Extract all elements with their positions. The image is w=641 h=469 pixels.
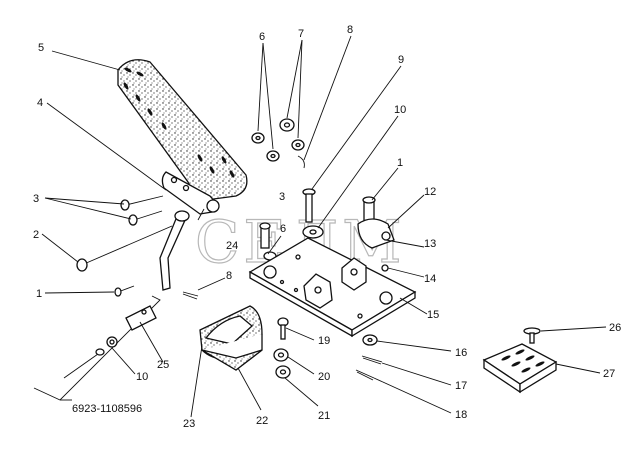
hinge-bracket-rear [341, 257, 367, 291]
callout-23: 23 [183, 418, 195, 430]
cotter-pin-17 [361, 355, 383, 365]
bolt-3-lower [128, 210, 163, 226]
bolt-3-upper [120, 195, 164, 211]
pin-1 [114, 285, 135, 297]
washer-20 [273, 348, 289, 362]
nuts-7 [279, 118, 305, 151]
callout-5: 5 [38, 42, 44, 54]
base-plate-15 [248, 237, 417, 338]
clamp-12 [357, 218, 395, 249]
callout-27: 27 [603, 368, 615, 380]
washer-16 [362, 334, 378, 346]
washers-6 [251, 132, 280, 162]
rubber-boot-22 [199, 305, 263, 371]
callout-21: 21 [318, 410, 330, 422]
callout-1: 1 [36, 288, 42, 300]
subassembly-group [33, 295, 161, 401]
bolt-1-right [362, 196, 376, 225]
callout-10-left: 10 [136, 371, 148, 383]
callout-3: 3 [33, 193, 39, 205]
callout-6-plate: 6 [280, 223, 286, 235]
callout-19: 19 [318, 335, 330, 347]
callout-18: 18 [455, 409, 467, 421]
hinge-bracket-front [303, 273, 333, 309]
callout-16: 16 [455, 347, 467, 359]
screw-19 [277, 317, 289, 340]
callout-9: 9 [398, 54, 404, 66]
callout-7: 7 [298, 28, 304, 40]
pedal-pad [117, 59, 248, 201]
bolt-9 [302, 188, 316, 223]
callout-4: 4 [37, 97, 43, 109]
leader-lines [41, 35, 607, 418]
nut-21 [275, 365, 291, 379]
cotter-pin-8-top [297, 155, 305, 169]
callout-15: 15 [427, 309, 439, 321]
callout-8: 8 [347, 24, 353, 36]
assembly-code-label: 6923-1108596 [72, 403, 142, 415]
callout-10: 10 [394, 104, 406, 116]
cover-plate-27 [482, 343, 558, 394]
callout-26: 26 [609, 322, 621, 334]
callout-12: 12 [424, 186, 436, 198]
bushing-10 [302, 225, 324, 239]
pedal-bracket [161, 171, 220, 215]
bolt-3-plate [259, 222, 277, 261]
callout-1-right: 1 [397, 157, 403, 169]
long-bolt-2 [76, 225, 173, 272]
callout-25: 25 [157, 359, 169, 371]
callout-8-left: 8 [226, 270, 232, 282]
callout-14: 14 [424, 273, 436, 285]
callout-13: 13 [424, 238, 436, 250]
bolt-14 [381, 264, 389, 272]
callout-6: 6 [259, 31, 265, 43]
callout-24: 24 [226, 240, 238, 252]
pedal-lever-arm [159, 210, 190, 291]
callout-17: 17 [455, 380, 467, 392]
cotter-pin-18 [355, 369, 375, 381]
callout-2: 2 [33, 229, 39, 241]
callout-3-plate: 3 [279, 191, 285, 203]
callout-labels: 5 4 3 2 1 6 7 8 9 10 1 12 13 14 15 3 6 2… [33, 24, 621, 430]
cotter-pin-8-left [182, 291, 199, 300]
screw-26 [523, 327, 541, 344]
callout-22: 22 [256, 415, 268, 427]
callout-20: 20 [318, 371, 330, 383]
